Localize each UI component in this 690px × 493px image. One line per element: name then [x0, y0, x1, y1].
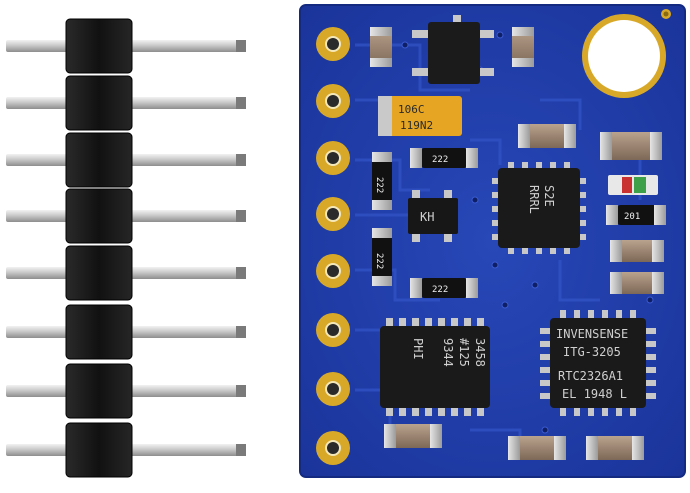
smd-capacitor	[508, 436, 566, 460]
header-housing-segment	[65, 132, 133, 188]
smd-resistor: 222	[410, 148, 478, 168]
tantalum-marking-1: 106C	[398, 103, 425, 116]
voltage-regulator	[412, 15, 494, 84]
header-housing-segment	[65, 18, 133, 74]
smd-capacitor	[512, 27, 534, 67]
header-housing-segment	[65, 422, 133, 478]
status-led	[608, 175, 658, 195]
resistor-marking: 201	[624, 212, 640, 222]
smd-capacitor	[384, 424, 442, 448]
accelerometer-marking-1: S2E	[542, 185, 556, 207]
smd-resistor: 222	[372, 152, 392, 210]
small-ic: KH	[408, 190, 458, 242]
pin-pads	[316, 27, 350, 465]
resistor-marking: 222	[432, 285, 448, 295]
accelerometer-marking-2: RRRL	[527, 185, 541, 214]
solder-pad	[316, 313, 350, 347]
gyroscope-marking-2: ITG-3205	[563, 345, 621, 359]
tantalum-capacitor: 106C 119N2	[378, 96, 462, 136]
header-housing-segment	[65, 304, 133, 360]
smd-capacitor	[610, 272, 664, 294]
small-ic-marking: KH	[420, 210, 434, 224]
smd-resistor: 222	[410, 278, 478, 298]
smd-capacitor	[610, 240, 664, 262]
solder-pad	[316, 27, 350, 61]
smd-resistor: 201	[606, 205, 666, 225]
header-housing-segment	[65, 188, 133, 244]
resistor-marking: 222	[374, 253, 384, 269]
mounting-hole	[588, 20, 660, 92]
header-housing-segment	[65, 75, 133, 131]
gyroscope-marking-1: INVENSENSE	[556, 327, 628, 341]
smd-capacitor	[370, 27, 392, 67]
solder-pad	[316, 431, 350, 465]
solder-pad	[316, 141, 350, 175]
smd-resistor: 222	[372, 228, 392, 286]
smd-capacitor	[600, 132, 662, 160]
magnetometer-chip: 3458 #125 9344 PHI	[380, 318, 490, 416]
solder-pad	[316, 84, 350, 118]
pin-header	[6, 18, 246, 478]
smd-capacitor	[518, 124, 576, 148]
smd-capacitor	[586, 436, 644, 460]
header-housing-segment	[65, 245, 133, 301]
solder-pad	[316, 197, 350, 231]
magnetometer-marking-2: #125	[457, 338, 471, 367]
gyroscope-marking-4: EL 1948 L	[562, 387, 627, 401]
accelerometer-chip: S2E RRRL	[492, 162, 586, 254]
magnetometer-marking-4: PHI	[411, 338, 425, 360]
tantalum-marking-2: 119N2	[400, 119, 433, 132]
gyroscope-chip: INVENSENSE ITG-3205 RTC2326A1 EL 1948 L	[540, 310, 656, 416]
resistor-marking: 222	[432, 155, 448, 165]
solder-pad	[316, 254, 350, 288]
gyroscope-marking-3: RTC2326A1	[558, 369, 623, 383]
header-housing-segment	[65, 363, 133, 419]
resistor-marking: 222	[374, 177, 384, 193]
magnetometer-marking-3: 9344	[441, 338, 455, 367]
magnetometer-marking-1: 3458	[473, 338, 487, 367]
solder-pad	[316, 372, 350, 406]
